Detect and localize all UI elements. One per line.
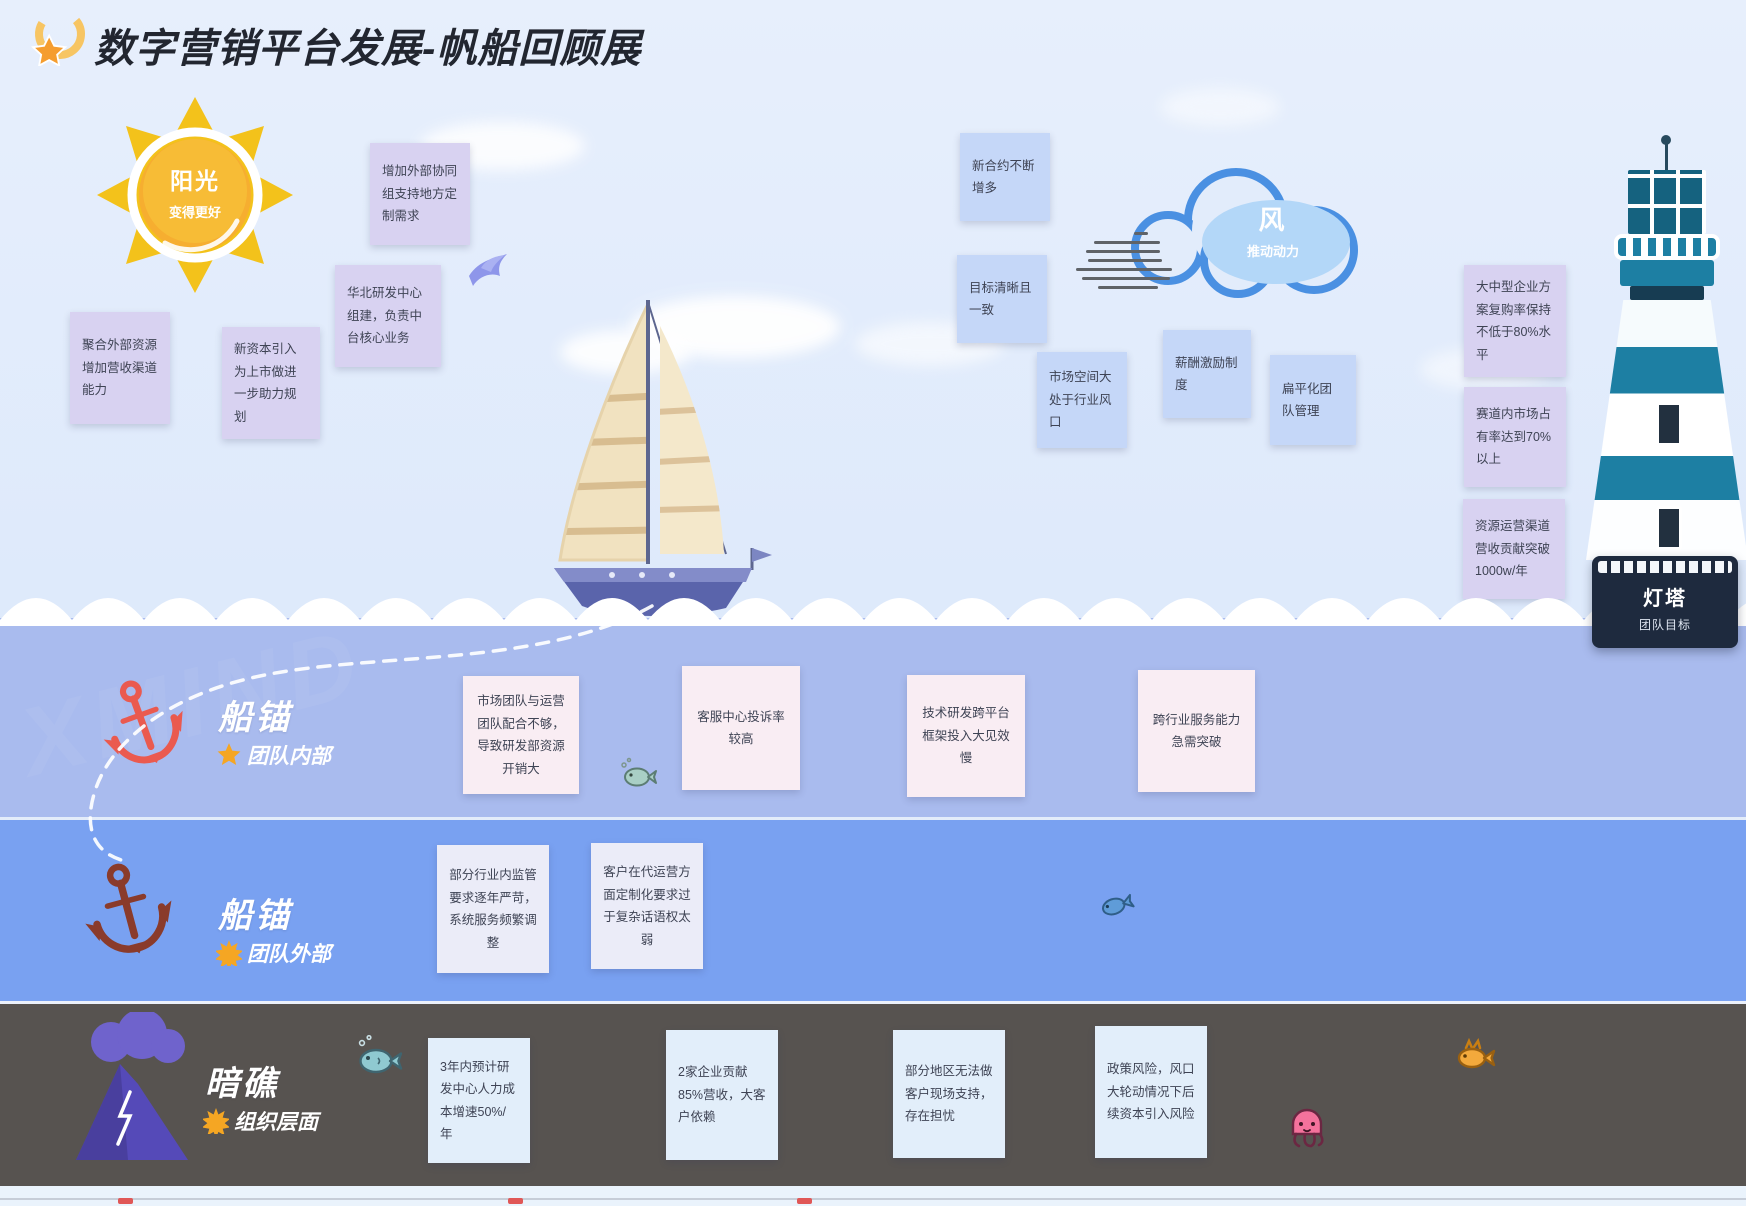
fish-icon[interactable]: [1096, 888, 1135, 925]
cloud-decoration: [1160, 88, 1280, 126]
lighthouse-gallery: [1614, 234, 1720, 260]
fish-icon[interactable]: [352, 1034, 404, 1083]
sticky-note[interactable]: 市场团队与运营团队配合不够，导致研发部资源开销大: [463, 676, 579, 794]
sticky-note[interactable]: 赛道内市场占有率达到70%以上: [1464, 387, 1566, 487]
bottom-strip: [0, 1186, 1746, 1206]
fish-icon[interactable]: [618, 756, 658, 795]
sticky-note[interactable]: 市场空间大处于行业风口: [1037, 352, 1127, 448]
lighthouse-lamp-room: [1628, 170, 1706, 234]
sticky-note[interactable]: 扁平化团队管理: [1270, 355, 1356, 445]
lighthouse-label-card[interactable]: 灯塔 团队目标: [1592, 556, 1738, 648]
anchor-external-subtitle-row: 团队外部: [216, 938, 331, 968]
sticky-note[interactable]: 聚合外部资源增加营收渠道能力: [70, 312, 170, 424]
sticky-note[interactable]: 部分行业内监管要求逐年严苛，系统服务频繁调整: [437, 845, 549, 973]
reef-band: [0, 1004, 1746, 1186]
sticky-note[interactable]: 技术研发跨平台框架投入大见效慢: [907, 675, 1025, 797]
sticky-note[interactable]: 客户在代运营方面定制化要求过于复杂话语权太弱: [591, 843, 703, 969]
board-logo-icon: [28, 8, 86, 71]
sticky-note[interactable]: 政策风险，风口大轮动情况下后续资本引入风险: [1095, 1026, 1207, 1158]
sticky-note[interactable]: 资源运营渠道营收贡献突破1000w/年: [1463, 499, 1565, 599]
sticky-note[interactable]: 2家企业贡献85%营收，大客户依赖: [666, 1030, 778, 1160]
sticky-note[interactable]: 目标清晰且一致: [957, 255, 1047, 343]
lighthouse-subtitle: 团队目标: [1638, 618, 1691, 632]
wind-label: 风 推动动力: [1195, 200, 1351, 260]
sun-label: 阳光 变得更好: [135, 162, 255, 221]
bottom-rule: [0, 1198, 1746, 1200]
bird-icon[interactable]: [465, 250, 509, 295]
red-tick: [118, 1198, 133, 1204]
volcano-reef-icon[interactable]: [66, 1009, 198, 1167]
sticky-note[interactable]: 薪酬激励制度: [1163, 330, 1251, 418]
reef-subtitle: 组织层面: [234, 1111, 318, 1134]
lighthouse-window: [1656, 506, 1682, 550]
anchor-internal-title: 船锚: [218, 699, 292, 737]
lighthouse-antenna: [1661, 135, 1671, 145]
lighthouse-icon[interactable]: [1586, 135, 1746, 560]
wind-speed-lines: [1076, 232, 1176, 295]
wind-subtitle: 推动动力: [1246, 244, 1299, 259]
anchor-internal-subtitle-row: 团队内部: [216, 740, 331, 770]
sunburst-icon: [203, 1108, 229, 1134]
sticky-note[interactable]: 新资本引入为上市做进一步助力规划: [222, 327, 320, 439]
sticky-note[interactable]: 跨行业服务能力急需突破: [1138, 670, 1255, 792]
anchor-internal-subtitle: 团队内部: [247, 745, 331, 768]
page-title: 数字营销平台发展-帆船回顾展: [94, 27, 642, 71]
red-tick: [508, 1198, 523, 1204]
wind-cloud-icon[interactable]: [1118, 152, 1368, 317]
sticky-note[interactable]: 增加外部协同组支持地方定制需求: [370, 143, 470, 245]
octopus-icon[interactable]: [1288, 1102, 1326, 1155]
wave-edge: [0, 598, 1746, 626]
red-tick: [797, 1198, 812, 1204]
lighthouse-antenna: [1665, 142, 1668, 172]
star-icon: [217, 743, 241, 765]
lighthouse-cap: [1630, 286, 1704, 300]
band-divider: [0, 1001, 1746, 1004]
anchor-external-title: 船锚: [218, 897, 292, 935]
sunburst-icon: [216, 940, 242, 966]
anchor-external-subtitle: 团队外部: [247, 943, 331, 966]
wind-title: 风: [1258, 205, 1288, 235]
filmstrip-decoration: [1598, 561, 1732, 573]
sun-icon[interactable]: [95, 95, 295, 295]
sticky-note[interactable]: 大中型企业方案复购率保持不低于80%水平: [1464, 265, 1566, 377]
fish-icon[interactable]: [1452, 1036, 1496, 1077]
reef-subtitle-row: 组织层面: [203, 1106, 318, 1136]
band-divider: [0, 817, 1746, 820]
sun-subtitle: 变得更好: [168, 205, 221, 220]
sticky-note[interactable]: 新合约不断增多: [960, 133, 1050, 221]
reef-title: 暗礁: [205, 1065, 279, 1103]
lighthouse-title: 灯塔: [1643, 588, 1687, 610]
sticky-note[interactable]: 客服中心投诉率较高: [682, 666, 800, 790]
lighthouse-window: [1656, 402, 1682, 446]
sticky-note[interactable]: 部分地区无法做客户现场支持，存在担忧: [893, 1030, 1005, 1158]
anchor-external-icon[interactable]: [69, 850, 188, 980]
sticky-note[interactable]: 3年内预计研发中心人力成本增速50%/年: [428, 1038, 530, 1163]
sun-title: 阳光: [170, 168, 220, 194]
sticky-note[interactable]: 华北研发中心组建，负责中台核心业务: [335, 265, 441, 367]
lighthouse-band: [1620, 260, 1714, 286]
